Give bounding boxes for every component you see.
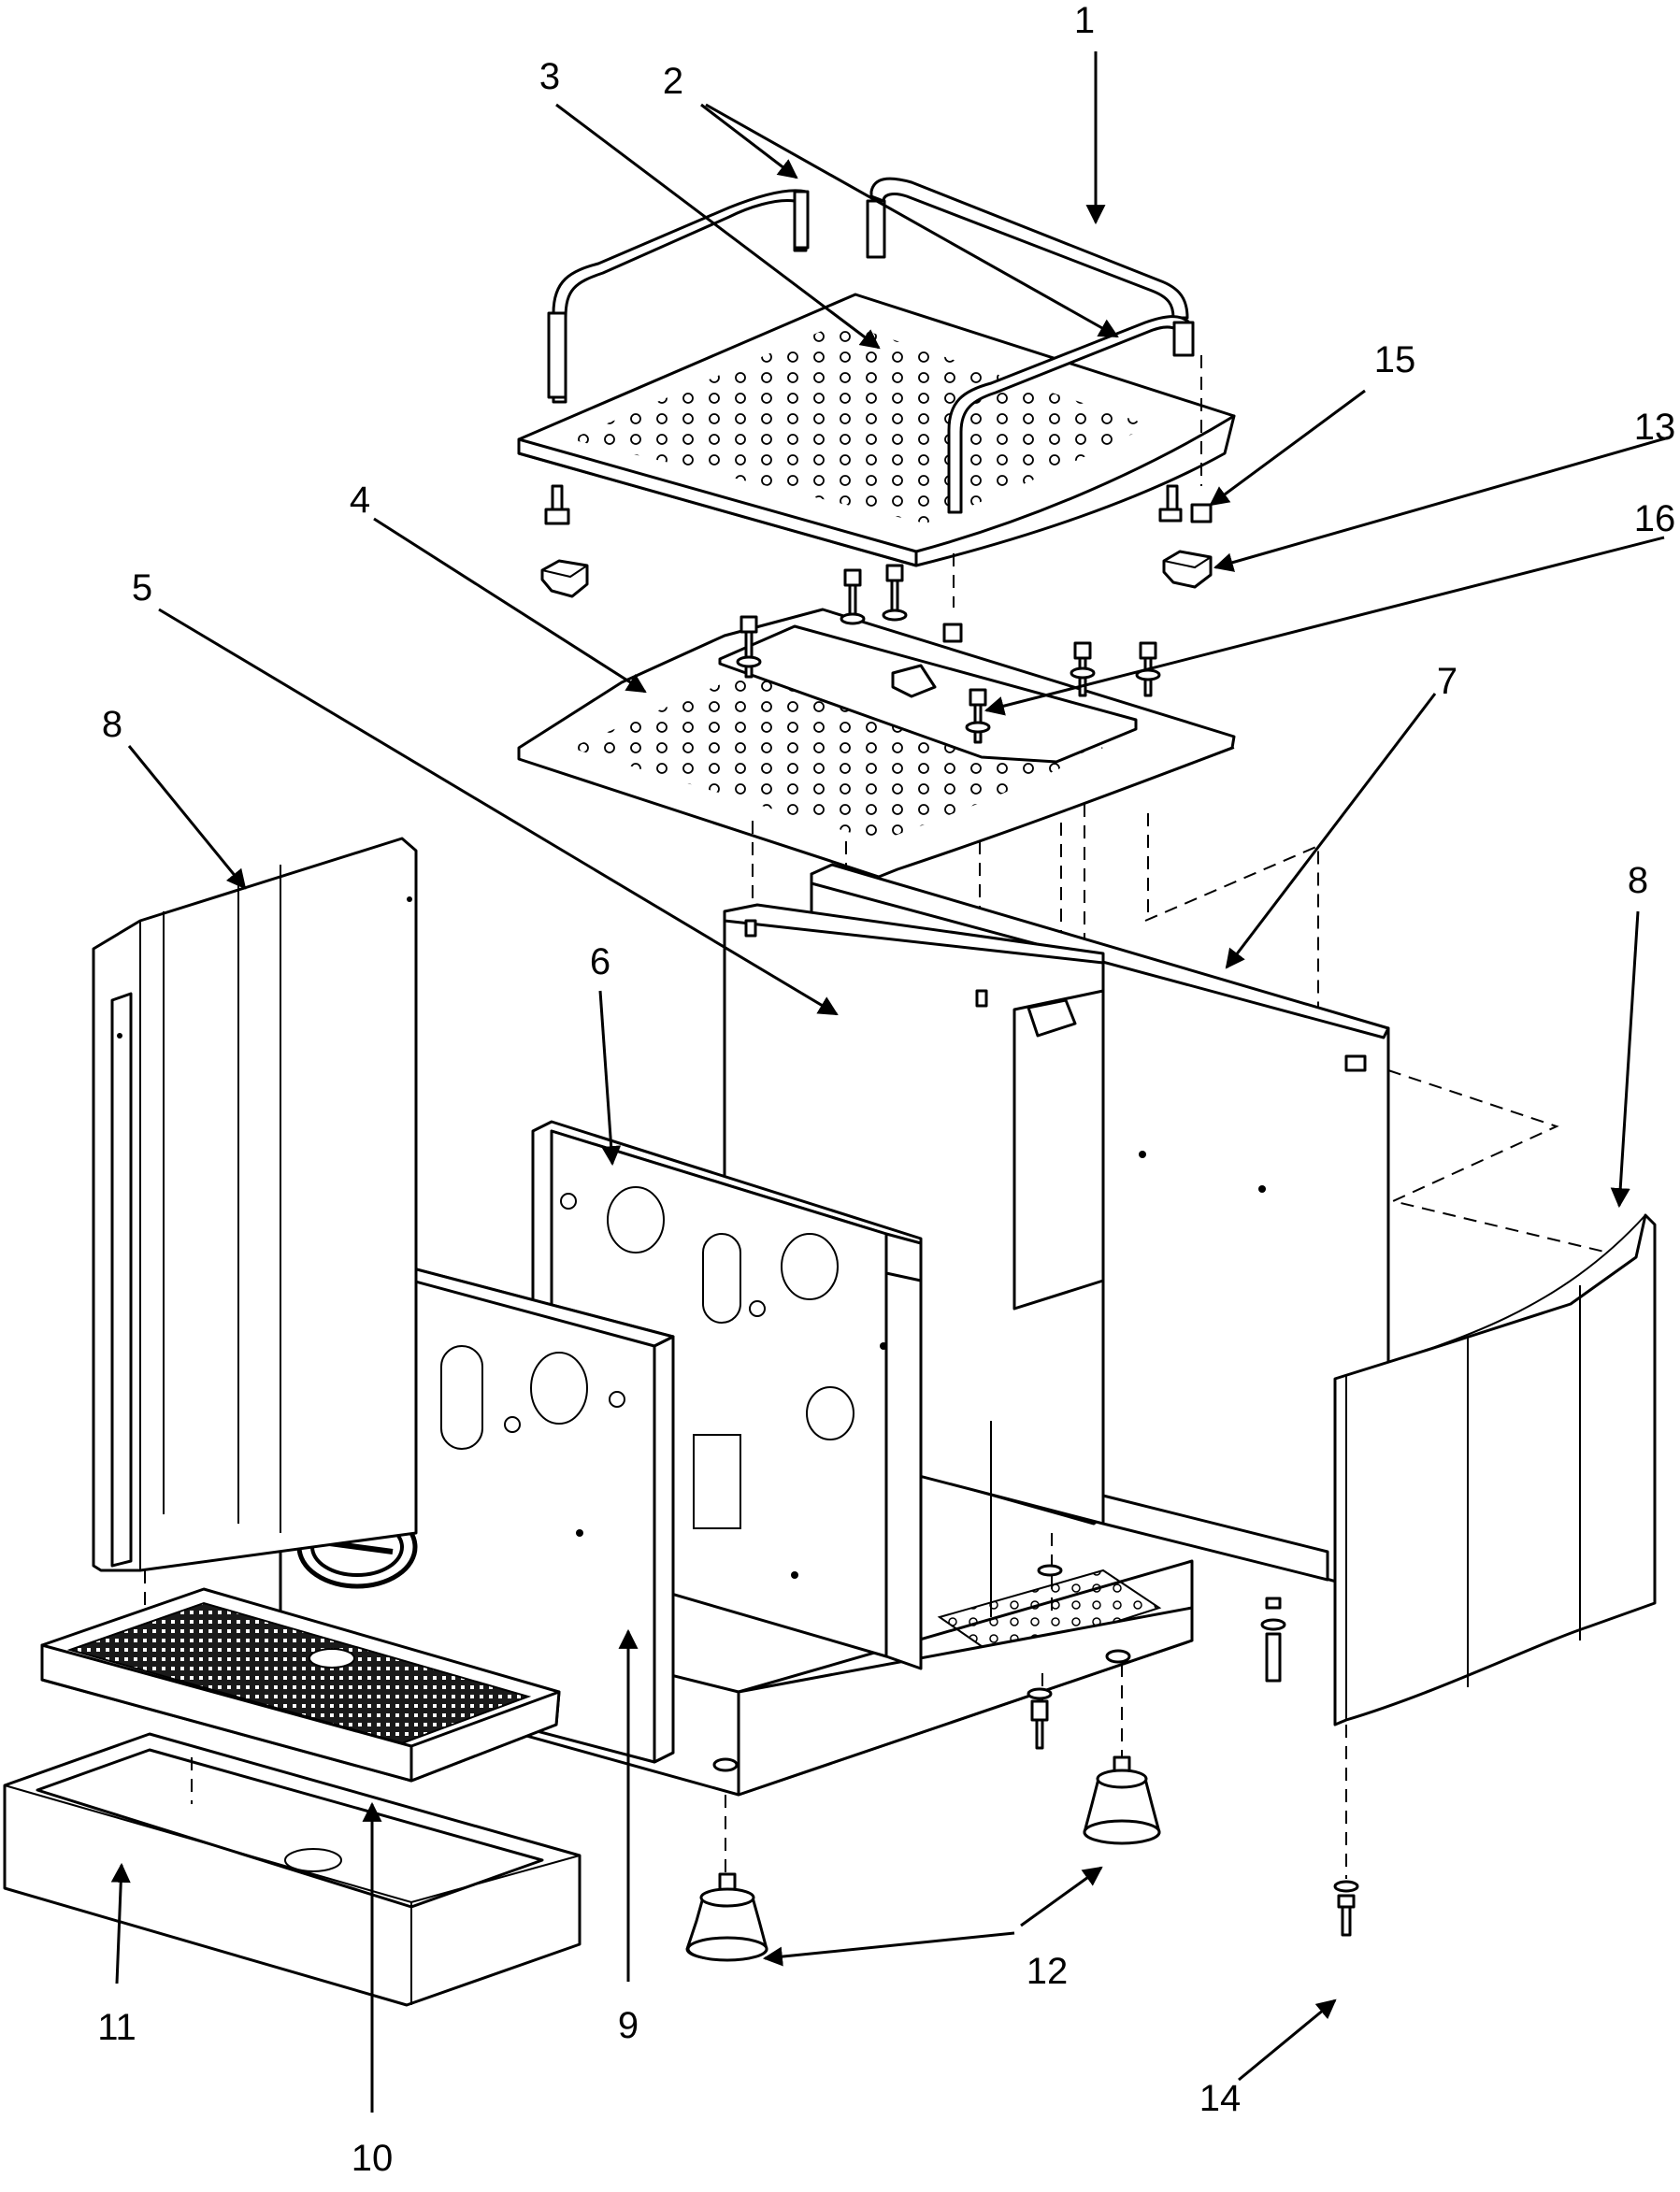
leader-8a xyxy=(127,745,247,890)
callout-3: 3 xyxy=(539,56,560,97)
side-screw xyxy=(1333,1880,1359,1937)
leader-12a xyxy=(762,1931,1015,1967)
callout-8-left: 8 xyxy=(102,704,122,745)
callout-13: 13 xyxy=(1634,407,1676,448)
callout-8-right: 8 xyxy=(1628,860,1648,901)
adjustable-foot-left xyxy=(685,1872,768,1962)
leader-13 xyxy=(1213,436,1670,572)
leader-6 xyxy=(598,990,622,1167)
drip-grate-10 xyxy=(40,1587,561,1783)
leader-lines xyxy=(110,51,1670,2113)
callout-9: 9 xyxy=(618,2005,639,2046)
leader-12b xyxy=(1020,1866,1103,1927)
callout-6: 6 xyxy=(590,941,610,982)
callout-15: 15 xyxy=(1374,339,1416,380)
callout-7: 7 xyxy=(1437,661,1457,702)
side-panel-right xyxy=(1333,1213,1657,1726)
callout-12: 12 xyxy=(1027,1951,1069,1992)
callout-2: 2 xyxy=(663,61,683,102)
leader-15 xyxy=(1209,389,1366,507)
callout-labels: 1 2 3 4 5 6 7 8 8 9 10 11 12 13 14 15 16 xyxy=(97,0,1675,2179)
leader-11 xyxy=(110,1862,131,1984)
leader-3 xyxy=(555,103,881,350)
drip-tray-11 xyxy=(3,1732,582,2007)
leader-2b xyxy=(705,103,1119,338)
leader-14 xyxy=(1238,1999,1337,2082)
callout-1: 1 xyxy=(1074,0,1095,41)
left-rail xyxy=(552,189,808,404)
rubber-foot-right xyxy=(1162,550,1213,589)
base-screws xyxy=(1027,1564,1286,1750)
callout-5: 5 xyxy=(132,567,152,609)
callout-4: 4 xyxy=(350,480,370,521)
leader-4 xyxy=(373,517,647,694)
cover-screws xyxy=(736,564,1161,744)
leader-5 xyxy=(158,608,839,1016)
leader-2a xyxy=(700,103,798,179)
callout-16: 16 xyxy=(1634,498,1676,539)
top-cover xyxy=(517,608,1236,879)
side-panel-left xyxy=(92,837,418,1572)
callout-14: 14 xyxy=(1199,2078,1242,2119)
cup-tray-perforation xyxy=(570,322,1150,523)
rubber-foot-left xyxy=(540,559,589,598)
cup-tray-assembly xyxy=(517,177,1236,567)
back-rail xyxy=(869,177,1189,320)
callout-10: 10 xyxy=(352,2138,394,2179)
callout-11: 11 xyxy=(97,2007,136,2048)
leader-8b xyxy=(1610,910,1640,1209)
adjustable-foot-right xyxy=(1083,1755,1161,1845)
leader-16 xyxy=(984,536,1665,716)
leader-7 xyxy=(1225,693,1437,969)
